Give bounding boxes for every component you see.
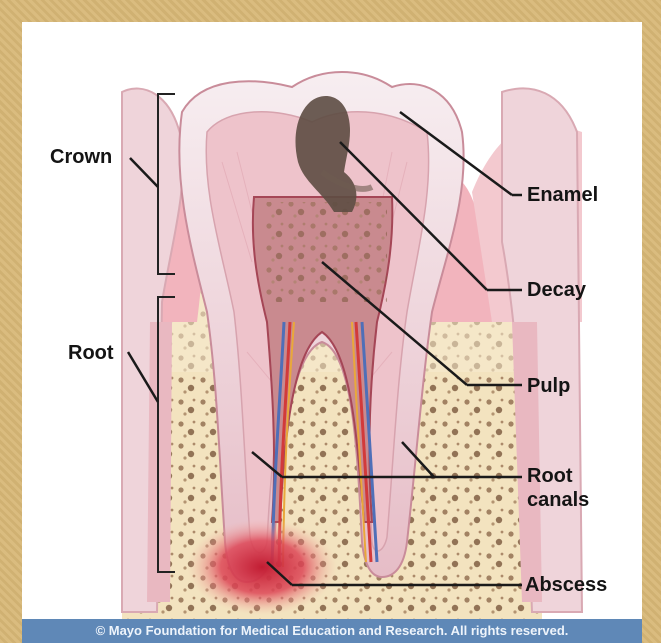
label-decay: Decay	[527, 279, 586, 301]
label-root-canals-line2: canals	[527, 489, 589, 511]
label-enamel: Enamel	[527, 184, 598, 206]
label-root-canals-line1: Root	[527, 465, 573, 487]
label-pulp: Pulp	[527, 375, 570, 397]
diagram-panel: Crown Root Enamel Decay Pulp Root canals…	[22, 22, 642, 643]
abscess-area	[187, 519, 337, 615]
copyright-footer: © Mayo Foundation for Medical Education …	[22, 619, 642, 643]
label-root: Root	[68, 342, 114, 364]
tooth-illustration	[22, 22, 642, 643]
label-crown: Crown	[50, 146, 112, 168]
label-abscess: Abscess	[525, 574, 607, 596]
